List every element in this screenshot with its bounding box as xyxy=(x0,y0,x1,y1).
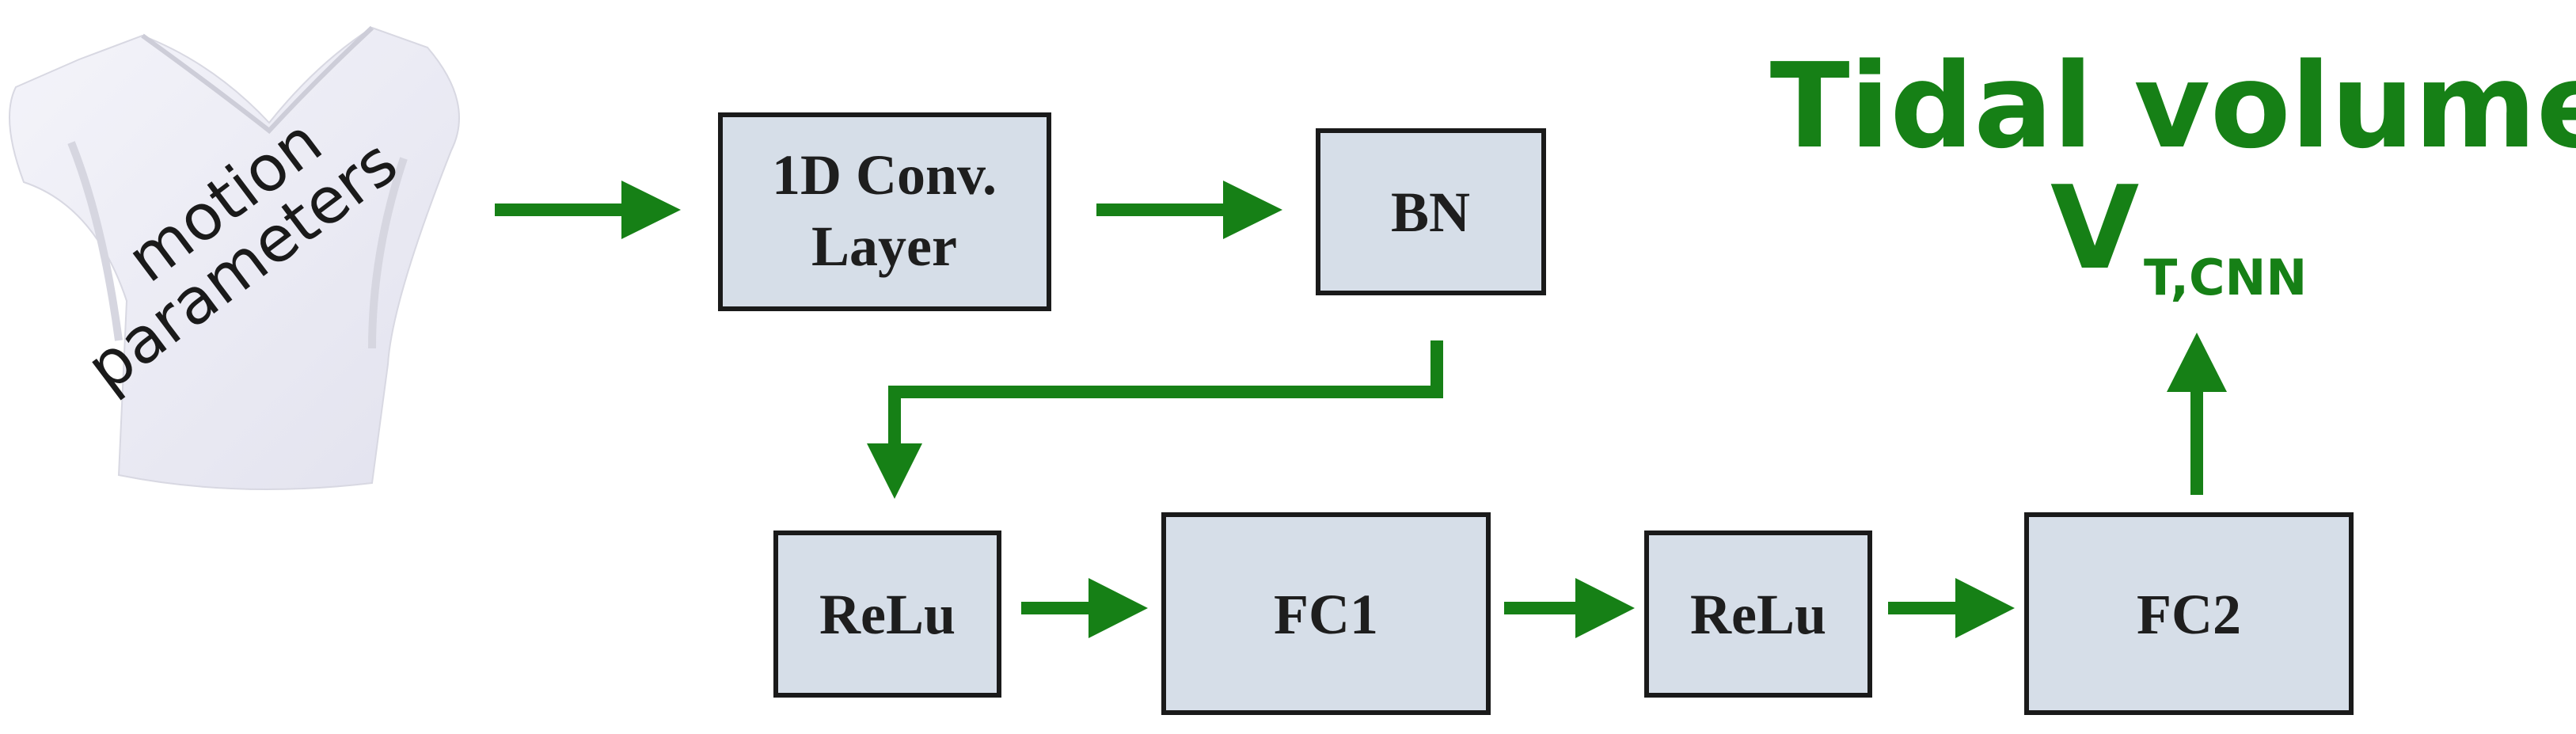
block-bn-box xyxy=(1316,128,1546,295)
block-bn-label: BN xyxy=(1391,181,1470,244)
output-title: Tidal volume xyxy=(1770,38,2576,174)
block-fc2-label: FC2 xyxy=(2137,583,2241,646)
block-relu-2-box xyxy=(1644,531,1872,698)
block-relu-2: ReLu xyxy=(1644,531,1872,698)
block-conv-label-line2: Layer xyxy=(811,215,957,278)
block-fc1-box xyxy=(1161,512,1491,715)
output-symbol: V xyxy=(2050,162,2139,295)
block-conv-box xyxy=(718,112,1051,311)
shirt-image xyxy=(9,25,460,490)
arrow-conv-to-bn xyxy=(1096,181,1282,239)
arrow-bn-to-relu1 xyxy=(867,340,1443,499)
block-relu-1: ReLu xyxy=(773,531,1001,698)
arrow-fc2-to-output xyxy=(2167,333,2227,495)
arrow-input-to-conv xyxy=(495,181,681,239)
block-conv: 1D Conv. Layer xyxy=(718,112,1051,311)
arrow-fc1-to-relu2 xyxy=(1504,578,1635,638)
block-fc2: FC2 xyxy=(2024,512,2354,715)
block-relu-2-label: ReLu xyxy=(1690,583,1826,646)
arrow-relu2-to-fc2 xyxy=(1888,578,2015,638)
block-relu-1-label: ReLu xyxy=(819,583,956,646)
block-fc2-box xyxy=(2024,512,2354,715)
block-fc1-label: FC1 xyxy=(1274,583,1378,646)
output-subscript: T,CNN xyxy=(2144,249,2307,306)
arrow-relu1-to-fc1 xyxy=(1021,578,1148,638)
block-bn: BN xyxy=(1316,128,1546,295)
block-fc1: FC1 xyxy=(1161,512,1491,715)
block-conv-label-line1: 1D Conv. xyxy=(772,143,997,207)
block-relu-1-box xyxy=(773,531,1001,698)
